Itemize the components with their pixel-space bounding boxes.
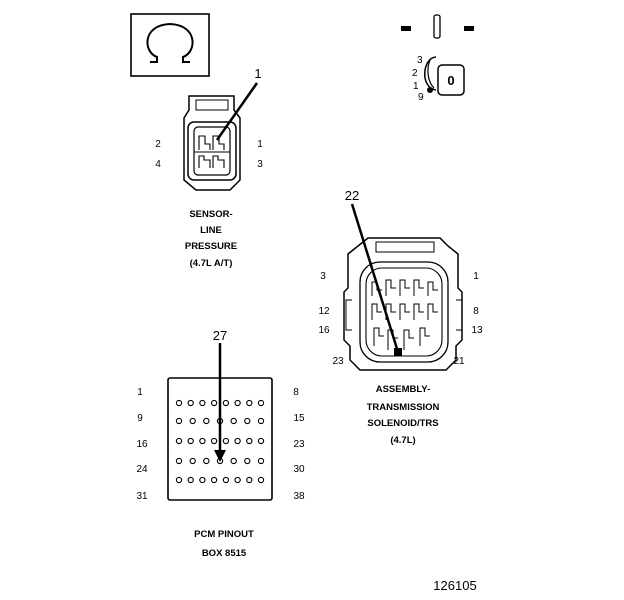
pcm-pin-hole [246, 476, 253, 484]
key-pin-3: 3 [417, 55, 423, 66]
pcm-pin-hole [244, 417, 251, 425]
solenoid-pin-13: 13 [471, 325, 483, 336]
solenoid-pin-1: 1 [473, 271, 479, 282]
pcm-pin-hole [222, 437, 230, 445]
pcm-pin-hole [187, 399, 194, 407]
pcm-pin-hole [257, 399, 265, 407]
pcm-pin-hole [199, 476, 206, 484]
pcm-pin-hole [199, 399, 206, 407]
key-letter: 0 [447, 73, 454, 88]
solenoid-caption-line2: TRANSMISSION [367, 402, 440, 413]
solenoid-callout: 22 [345, 188, 359, 203]
pcm-pin-hole [189, 457, 196, 465]
pcm-pin-hole [234, 437, 241, 445]
figure-number: 126105 [433, 578, 476, 593]
pcm-pin-hole [189, 417, 196, 425]
sensor-callout: 1 [254, 66, 261, 81]
sensor-caption-line1: SENSOR- [189, 209, 232, 220]
solenoid-pin-12: 12 [318, 306, 330, 317]
pcm-pin-hole [210, 476, 218, 484]
pcm-left-pin-1: 1 [137, 387, 143, 398]
pcm-pin-hole [246, 399, 253, 407]
pcm-caption-line1: PCM PINOUT [194, 529, 254, 540]
pcm-pin-hole [175, 417, 183, 425]
pcm-pin-hole [187, 437, 194, 445]
solenoid-caption-line3: SOLENOID/TRS [367, 418, 438, 429]
key-pin-1: 1 [413, 81, 419, 92]
pcm-pin-hole [175, 457, 183, 465]
pcm-pin-hole [203, 457, 210, 465]
pcm-pin-hole [257, 476, 265, 484]
solenoid-pin-21: 21 [453, 356, 465, 367]
pcm-pin-hole [199, 437, 206, 445]
pcm-left-pin-31: 31 [136, 491, 148, 502]
pcm-left-pin-9: 9 [137, 413, 143, 424]
pcm-pin-hole [175, 399, 183, 407]
key-switch-symbol: 0 3 2 1 9 [401, 14, 474, 103]
pcm-pin-hole [244, 457, 251, 465]
solenoid-pin-3: 3 [320, 271, 326, 282]
solenoid-pin-23: 23 [332, 356, 344, 367]
pcm-right-pin-38: 38 [293, 491, 305, 502]
pcm-pin-hole [222, 476, 230, 484]
pcm-right-pin-8: 8 [293, 387, 299, 398]
solenoid-pin-8: 8 [473, 306, 479, 317]
pcm-pin-hole [246, 437, 253, 445]
pcm-callout: 27 [213, 328, 227, 343]
key-pin-9: 9 [418, 92, 424, 103]
solenoid-pin-16: 16 [318, 325, 330, 336]
pcm-pin-hole [230, 417, 237, 425]
key-pin-2: 2 [412, 68, 418, 79]
pcm-pin-hole [257, 457, 265, 465]
ohmmeter-symbol: Ω [130, 13, 210, 77]
pcm-pin-hole [230, 457, 237, 465]
pcm-pinout-box: 27 1 9 16 24 31 8 15 23 30 38 PCM PINOUT… [136, 328, 305, 559]
pcm-pin-hole [234, 476, 241, 484]
pcm-pin-hole [175, 476, 183, 484]
pcm-pin-hole [234, 399, 241, 407]
pcm-pin-hole [257, 417, 265, 425]
solenoid-caption-line1: ASSEMBLY- [376, 384, 431, 395]
pcm-right-pin-30: 30 [293, 464, 305, 475]
pcm-pin-hole [210, 399, 218, 407]
sensor-pin-1: 1 [257, 139, 263, 150]
pcm-pin-hole [257, 437, 265, 445]
solenoid-connector: 22 3 1 12 8 16 13 23 21 ASSEMBLY- TRANSM… [318, 188, 483, 446]
pcm-pin-hole [175, 437, 183, 445]
sensor-pin-3: 3 [257, 159, 263, 170]
sensor-caption-line3: PRESSURE [185, 241, 237, 252]
sensor-pin-2: 2 [155, 139, 161, 150]
solenoid-caption-line4: (4.7L) [390, 435, 415, 446]
pcm-pin-hole [210, 437, 218, 445]
pcm-left-pin-24: 24 [136, 464, 148, 475]
pcm-right-pin-15: 15 [293, 413, 305, 424]
pcm-pin-hole [222, 399, 230, 407]
sensor-caption-line4: (4.7L A/T) [190, 258, 233, 269]
pcm-right-pin-23: 23 [293, 439, 305, 450]
sensor-pin-4: 4 [155, 159, 161, 170]
pcm-pin-hole [203, 417, 210, 425]
sensor-connector: 1 2 1 4 3 SENSOR- LINE PRESSURE (4.7L A/… [155, 66, 263, 269]
pcm-pin-hole [187, 476, 194, 484]
sensor-caption-line2: LINE [200, 225, 222, 236]
pcm-left-pin-16: 16 [136, 439, 148, 450]
pcm-caption-line2: BOX 8515 [202, 548, 247, 559]
